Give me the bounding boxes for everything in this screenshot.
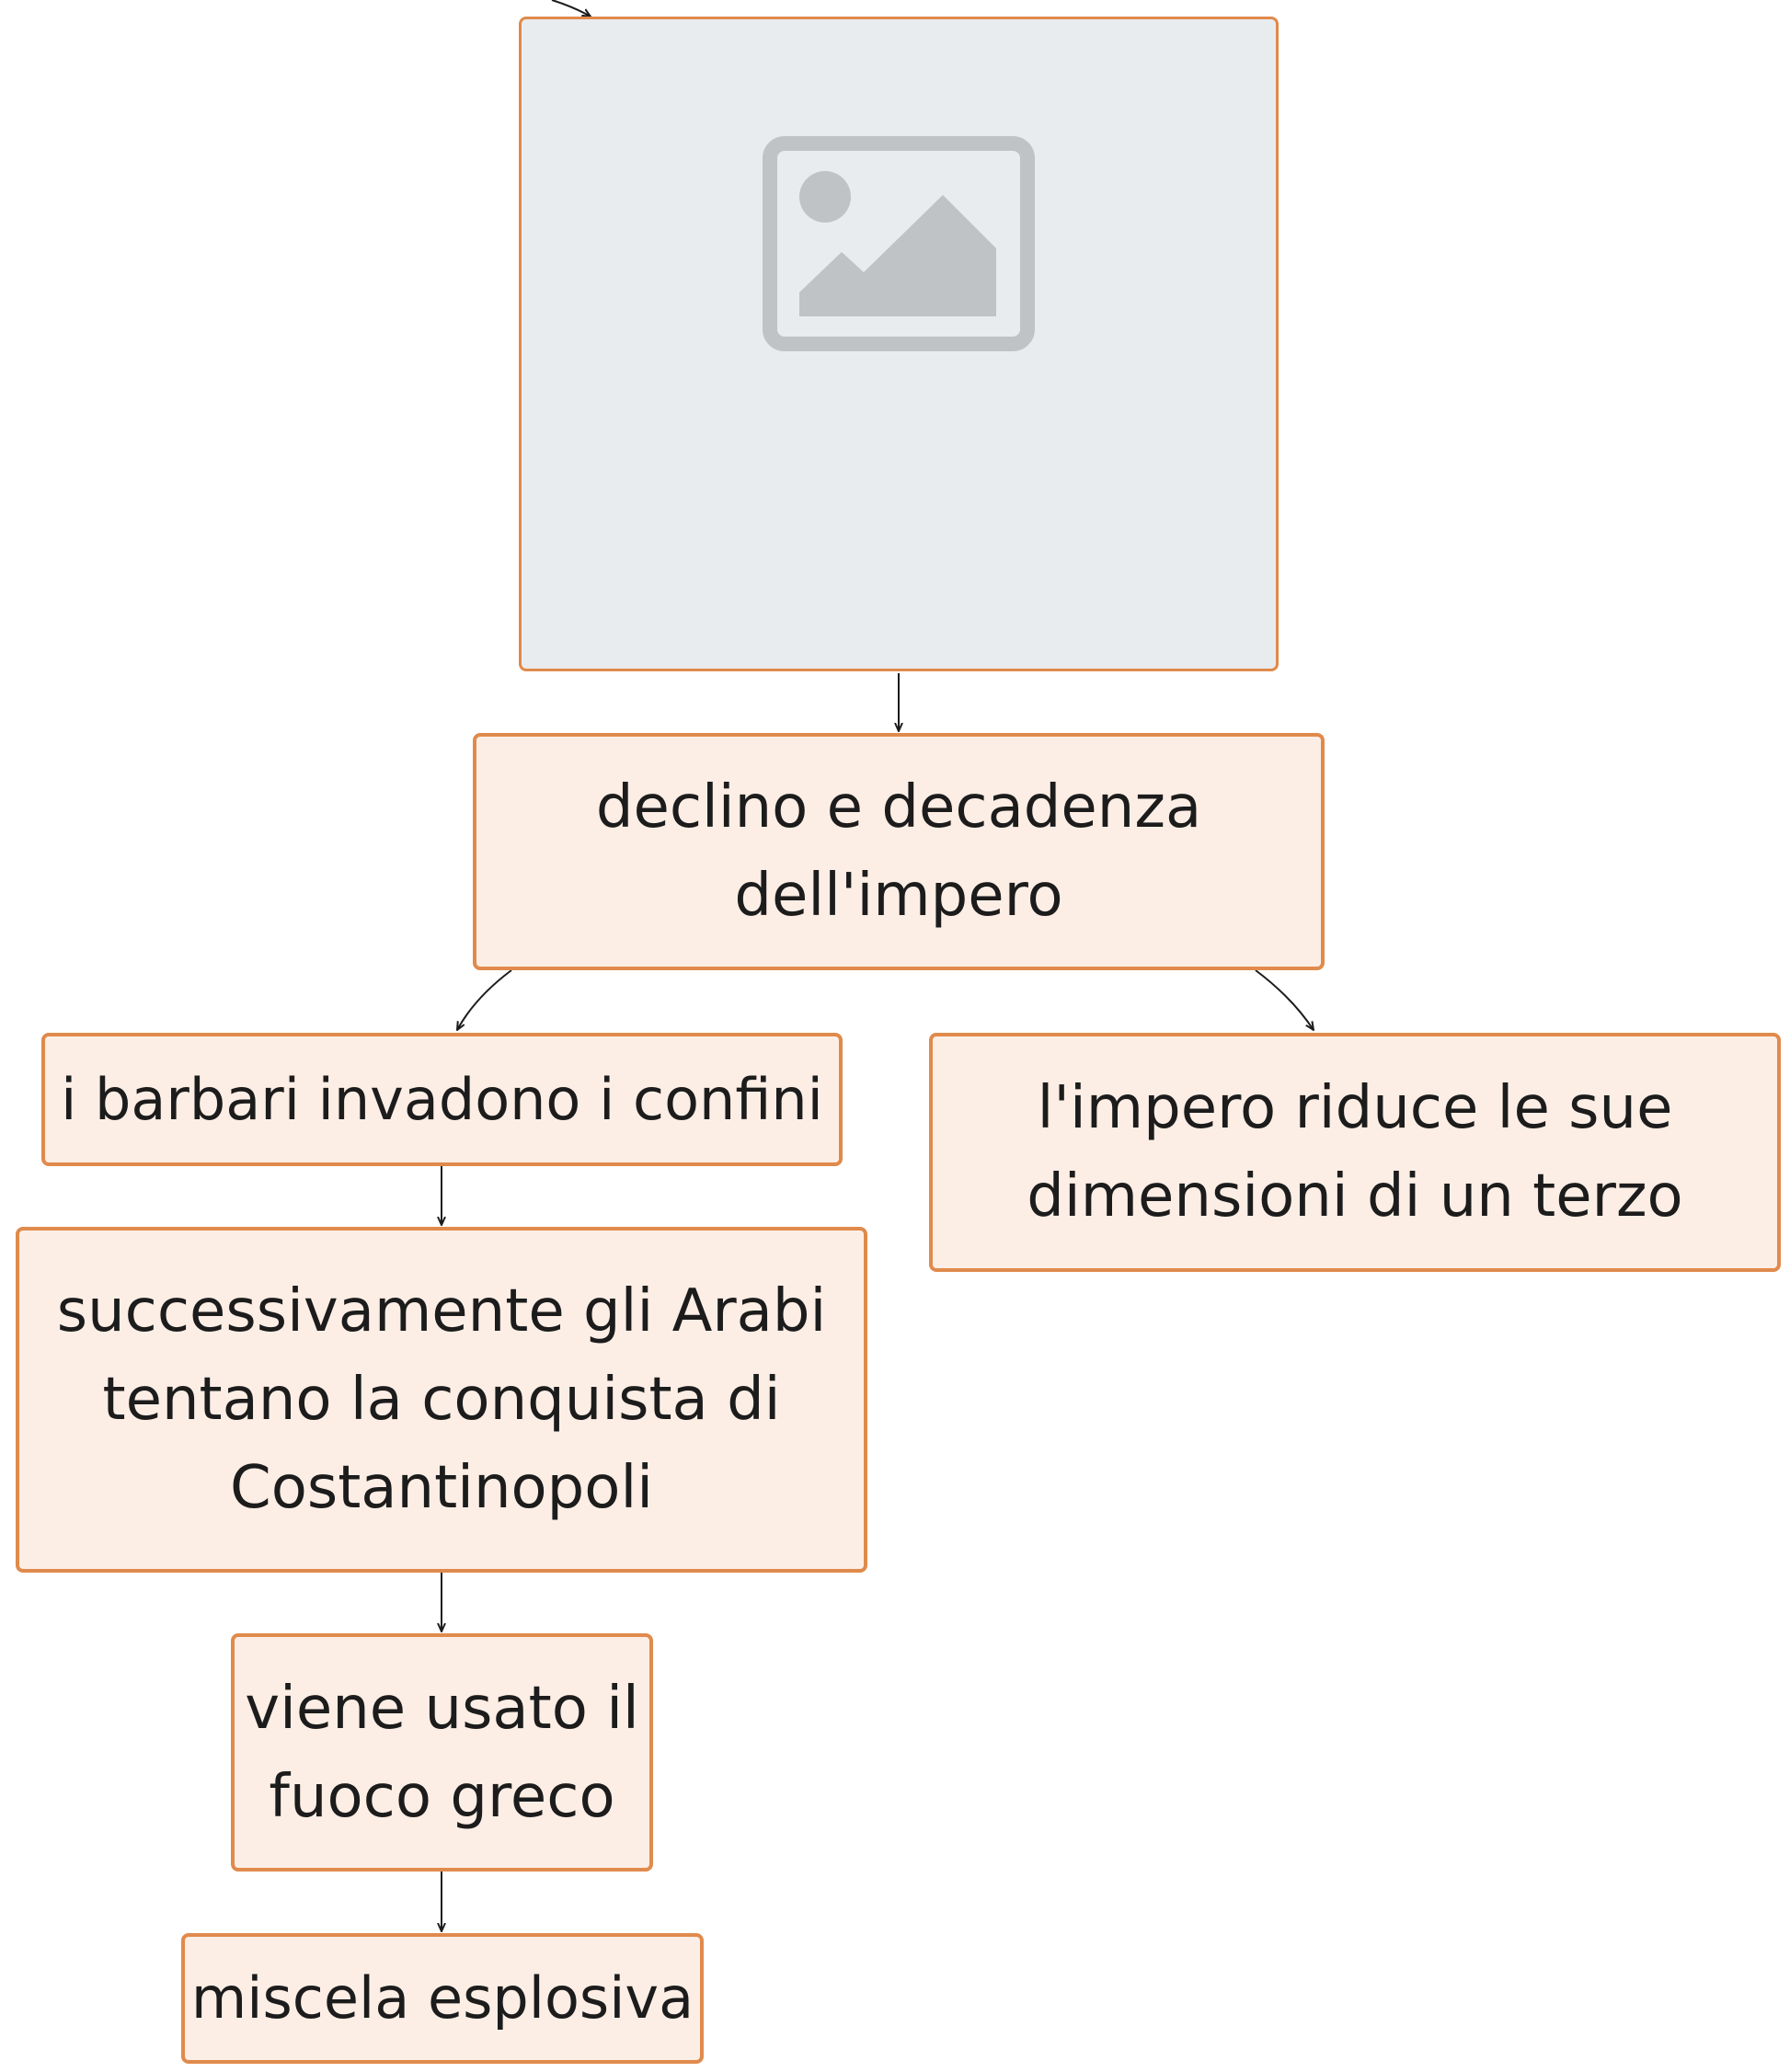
node-impero-label: l'impero riduce le sue dimensioni di un … bbox=[1027, 1074, 1683, 1231]
node-impero-riduce[interactable]: l'impero riduce le sue dimensioni di un … bbox=[929, 1033, 1781, 1272]
image-placeholder-icon bbox=[763, 136, 1035, 351]
connector-declino-to-impero bbox=[1255, 969, 1314, 1030]
image-placeholder[interactable] bbox=[519, 17, 1279, 671]
node-declino-label: declino e decadenza dell'impero bbox=[595, 773, 1202, 930]
node-fuoco-label: viene usato il fuoco greco bbox=[245, 1674, 639, 1831]
node-miscela-label: miscela esplosiva bbox=[190, 1964, 694, 2032]
node-arabi-conquista[interactable]: successivamente gli Arabi tentano la con… bbox=[16, 1227, 867, 1573]
incoming-connector bbox=[551, 0, 591, 17]
node-fuoco-greco[interactable]: viene usato il fuoco greco bbox=[231, 1633, 653, 1872]
node-arabi-label: successivamente gli Arabi tentano la con… bbox=[56, 1277, 827, 1522]
node-miscela-esplosiva[interactable]: miscela esplosiva bbox=[181, 1933, 704, 2064]
node-declino-e-decadenza[interactable]: declino e decadenza dell'impero bbox=[473, 733, 1325, 970]
node-barbari-label: i barbari invadono i confini bbox=[61, 1065, 823, 1133]
node-barbari-invadono[interactable]: i barbari invadono i confini bbox=[41, 1033, 843, 1166]
connector-declino-to-barbari bbox=[457, 969, 512, 1030]
